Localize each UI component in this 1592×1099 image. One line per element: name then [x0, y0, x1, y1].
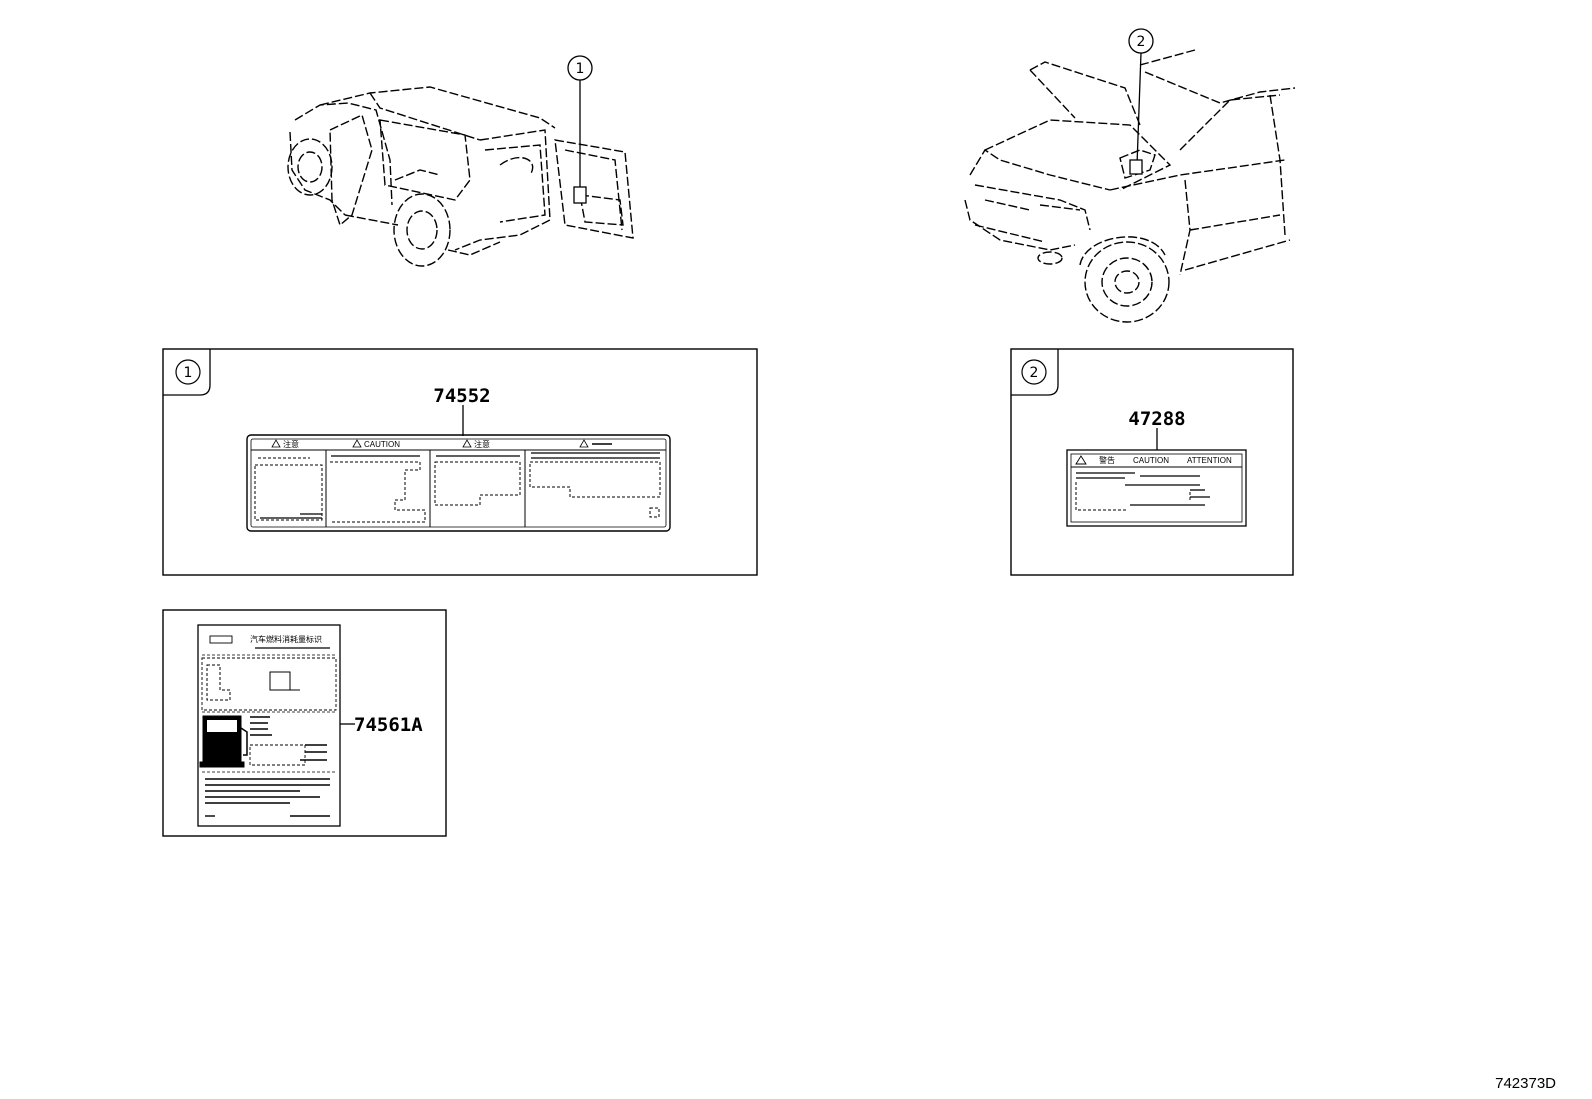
detail-box-2	[1010, 348, 1294, 576]
label-47288-header-caution: CAUTION	[1133, 456, 1169, 465]
part-number-47288: 47288	[1128, 408, 1185, 430]
label-74552-panel1-header: 注意	[283, 439, 299, 449]
label-74552-panel2-header: CAUTION	[364, 440, 400, 449]
fuel-pump-icon	[199, 715, 248, 768]
label-47288-header-cn: 警告	[1099, 455, 1115, 465]
callout-2-number: 2	[1137, 34, 1146, 50]
label-47288-illustration	[1066, 449, 1247, 527]
callout-2-vehicle	[1128, 28, 1154, 175]
detail-box-3	[162, 609, 447, 837]
label-47288-header-attention: ATTENTION	[1187, 456, 1232, 465]
box-1-callout-number: 1	[184, 365, 193, 381]
detail-box-1	[162, 348, 758, 576]
label-74561A-title: 汽车燃料消耗量标识	[250, 634, 322, 644]
callout-1-vehicle	[567, 55, 593, 204]
part-number-74552: 74552	[433, 385, 490, 407]
diagram-code: 742373D	[1495, 1075, 1556, 1092]
label-74561A-illustration	[197, 624, 341, 827]
vehicle-rear-illustration	[287, 86, 634, 267]
label-74552-panel3-header: 注意	[474, 439, 490, 449]
vehicle-front-illustration	[964, 49, 1296, 323]
box-2-callout-number: 2	[1030, 365, 1039, 381]
label-74552-illustration	[246, 434, 671, 532]
part-number-74561A: 74561A	[354, 714, 423, 736]
callout-1-number: 1	[576, 61, 585, 77]
